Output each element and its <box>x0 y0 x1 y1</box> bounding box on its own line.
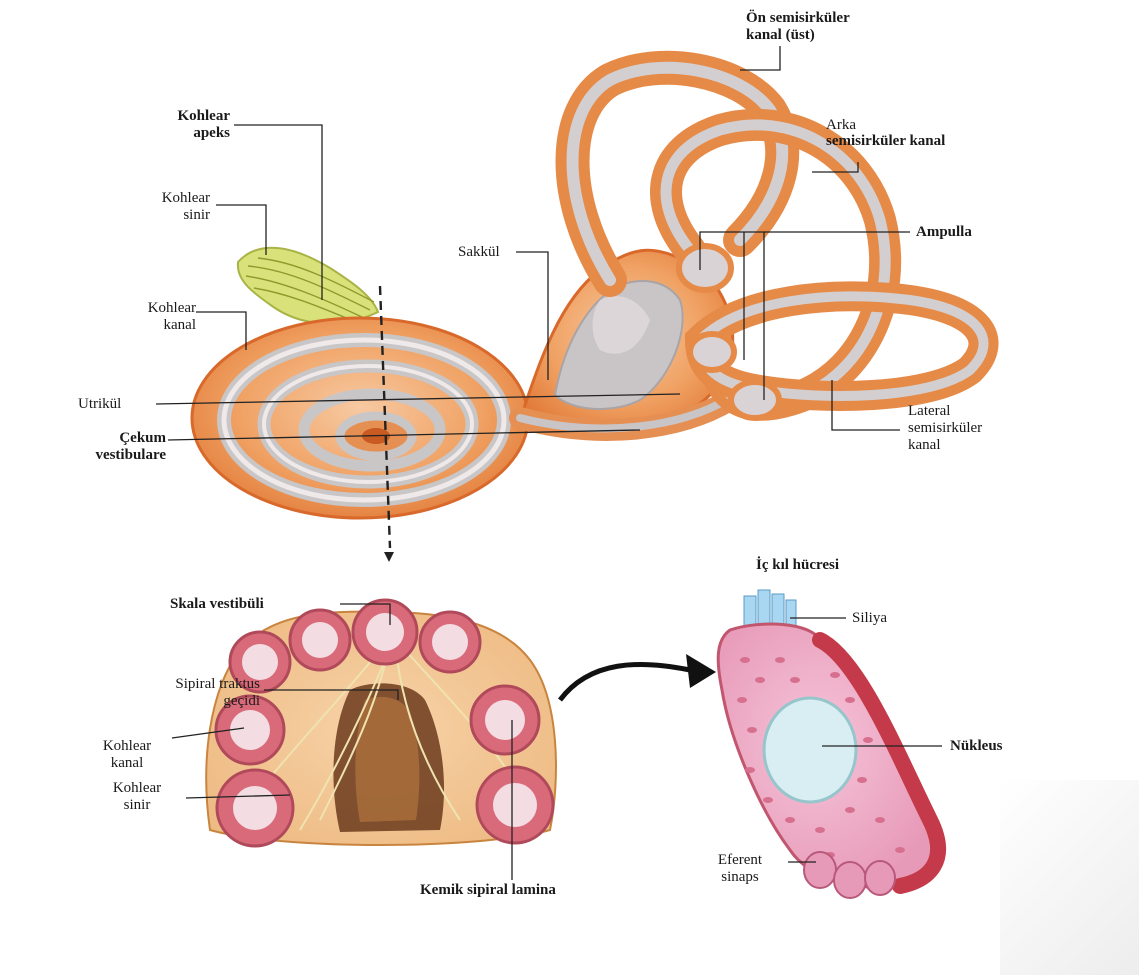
label-on-semisirkuler: Ön semisirküler kanal (üst) <box>746 10 906 44</box>
label-skala-vestibuli: Skala vestibüli <box>170 596 264 613</box>
cochlear-nerve-bundle <box>238 248 378 324</box>
label-sipiral-traktus: Sipiral traktus geçidi <box>96 676 260 710</box>
label-kemik-sipiral-lamina: Kemik sipiral lamina <box>420 882 556 899</box>
label-ampulla: Ampulla <box>916 224 972 241</box>
label-arka-semisirkuler: semisirküler kanal <box>826 133 945 150</box>
cochlea <box>192 318 528 518</box>
label-sakkul: Sakkül <box>458 244 500 261</box>
label-kohlear-apeks: Kohlear apeks <box>70 108 230 142</box>
label-kohlear-sinir-2: Kohlear sinir <box>92 780 182 814</box>
label-kohlear-sinir: Kohlear sinir <box>50 190 210 224</box>
label-arka-top: Arka <box>826 117 856 134</box>
cochlea-cross-section <box>206 600 556 846</box>
label-ic-kil-hucresi: İç kıl hücresi <box>756 557 839 574</box>
label-siliya: Siliya <box>852 610 887 627</box>
label-kohlear-kanal-2: Kohlear kanal <box>82 738 172 772</box>
label-utrikul: Utrikül <box>78 396 121 413</box>
label-efferent-sinaps: Eferent sinaps <box>696 852 784 886</box>
magnification-arrow <box>560 654 716 700</box>
label-nukleus: Nükleus <box>950 738 1003 755</box>
label-kohlear-kanal: Kohlear kanal <box>36 300 196 334</box>
label-lateral-semisirkuler: Lateral semisirküler kanal <box>908 403 982 454</box>
label-cekum-vestibulare: Çekum vestibulare <box>6 430 166 464</box>
axis-arrowhead <box>384 552 394 562</box>
